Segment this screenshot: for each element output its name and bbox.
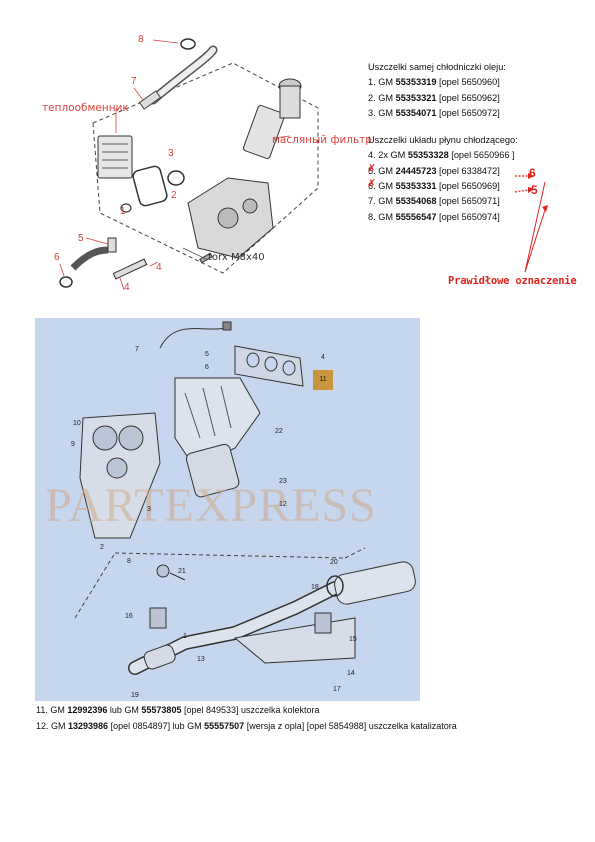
- correction-mark-item-6: 5: [531, 183, 538, 197]
- callout-12: 12: [279, 501, 287, 508]
- callout-14: 14: [347, 670, 355, 677]
- part-number-1: 1: [120, 206, 126, 217]
- note-line-11: 11. GM 12992396 lub GM 55573805 [opel 84…: [36, 705, 320, 715]
- coolant-item-6: 6. GM 55353331 [opel 5650969]✗: [367, 178, 500, 192]
- coolant-item-4: 4. 2x GM 55353328 [opel 5650966 ]: [368, 150, 515, 161]
- part-number-4b: 4: [124, 282, 130, 293]
- exhaust-drawing: [74, 321, 416, 675]
- coolant-heading: Uszczelki układu płynu chłodzącego:: [368, 135, 518, 146]
- cross-mark-icon: ✗: [367, 178, 377, 191]
- callout-1: 1: [183, 633, 187, 640]
- coolant-item-5: 5. GM 24445723 [opel 6338472]✗: [367, 162, 500, 176]
- note-line-12: 12. GM 13293986 [opel 0854897] lub GM 55…: [36, 721, 457, 731]
- callout-22: 22: [275, 428, 283, 435]
- oil-cooler-item-2: 2. GM 55353321 [opel 5650962]: [368, 92, 500, 103]
- callout-3: 3: [147, 506, 151, 513]
- callout-2: 2: [100, 544, 104, 551]
- part-number-8: 8: [138, 34, 144, 45]
- callout-15: 15: [349, 636, 357, 643]
- partexpress-watermark: PARTEXPRESS: [45, 479, 377, 532]
- callout-4: 4: [321, 354, 325, 361]
- oil-cooler-item-1: 1. GM 55353319 [opel 5650960]: [368, 77, 500, 88]
- callout-20: 20: [330, 559, 338, 566]
- oil-cooler-diagram: 8 7 3 2 1 5 6 4 4 теплообменник масляный…: [28, 28, 372, 303]
- torx-bolt-label: torx M8x40: [208, 252, 265, 263]
- callout-11: 11: [313, 370, 333, 390]
- callout-23: 23: [279, 478, 287, 485]
- part-number-3: 3: [168, 148, 174, 159]
- callout-6: 6: [205, 364, 209, 371]
- part-number-5: 5: [78, 233, 84, 244]
- callout-21: 21: [178, 568, 186, 575]
- correct-marking-label: Prawidłowe oznaczenie: [448, 275, 577, 287]
- oil-cooler-item-3: 3. GM 55354071 [opel 5650972]: [368, 107, 500, 118]
- correction-arrows: [514, 173, 548, 273]
- coolant-item-8: 8. GM 55556547 [opel 5650974]: [368, 211, 500, 222]
- callout-9: 9: [71, 441, 75, 448]
- part-number-7: 7: [131, 76, 137, 87]
- part-number-4a: 4: [156, 262, 162, 273]
- exhaust-diagram: PARTEXPRESS 11 7 5 6 4 9 10 22 23 3 12 8…: [35, 318, 420, 701]
- callout-13: 13: [197, 656, 205, 663]
- oil-cooler-heading: Uszczelki samej chłodniczki oleju:: [368, 62, 506, 72]
- callout-17: 17: [333, 686, 341, 693]
- cross-mark-icon: ✗: [367, 162, 377, 175]
- callout-18: 18: [311, 584, 319, 591]
- oil-cooler-drawing: [59, 38, 319, 291]
- oil-filter-label: масляный фильтр: [272, 134, 372, 146]
- correction-mark-item-5: 6: [529, 166, 536, 180]
- callout-10: 10: [73, 420, 81, 427]
- callout-5: 5: [205, 351, 209, 358]
- part-number-2: 2: [171, 190, 177, 201]
- callout-7: 7: [135, 346, 139, 353]
- callout-8: 8: [127, 558, 131, 565]
- part-number-6: 6: [54, 252, 60, 263]
- heat-exchanger-label: теплообменник: [42, 102, 129, 114]
- callout-19: 19: [131, 692, 139, 699]
- coolant-item-7: 7. GM 55354068 [opel 5650971]: [368, 196, 500, 207]
- callout-16: 16: [125, 613, 133, 620]
- gasket-list: Uszczelki samej chłodniczki oleju: 1. GM…: [367, 60, 588, 225]
